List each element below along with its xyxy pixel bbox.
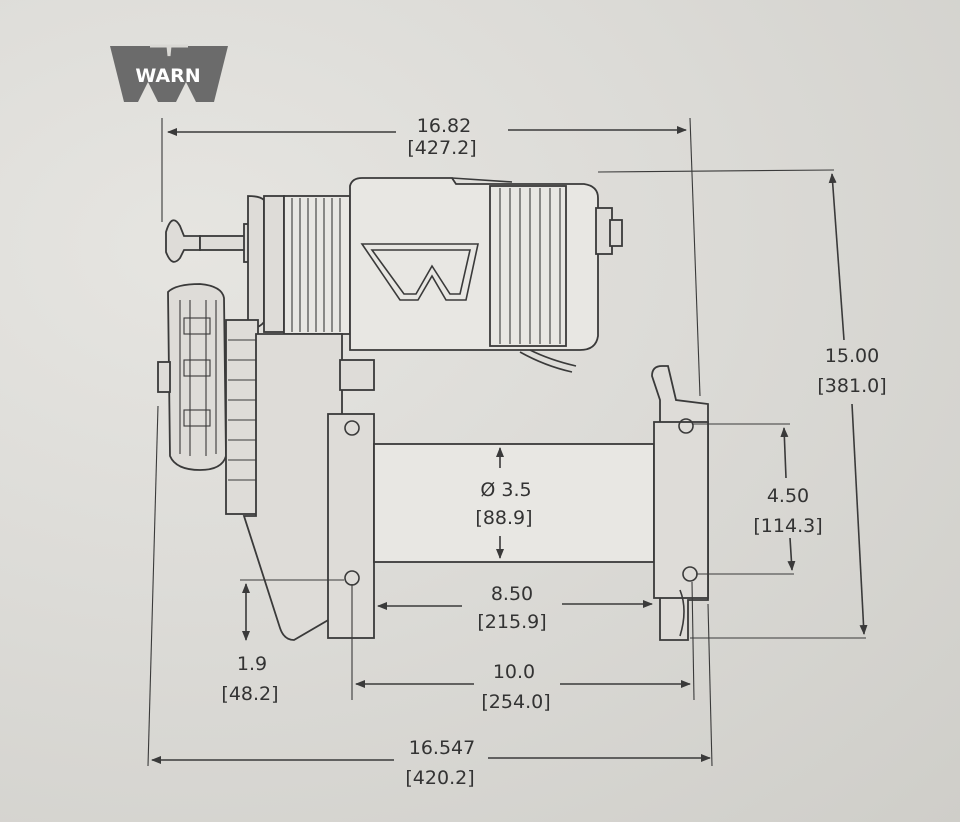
dimension-labels: 16.82 [427.2] 15.00 [381.0] Ø 3.5 [88.9]… bbox=[221, 115, 886, 789]
drum-diameter-value: Ø 3.5 bbox=[480, 479, 531, 501]
w-emblem bbox=[360, 243, 479, 301]
dimension-lines bbox=[147, 117, 868, 767]
gear-housing bbox=[157, 283, 227, 471]
logo-shield bbox=[110, 46, 228, 102]
foot-height-metric: [48.2] bbox=[221, 683, 278, 705]
bolt-spacing-value: 10.0 bbox=[493, 661, 535, 683]
right-end-bearing bbox=[651, 365, 709, 641]
winch-drum bbox=[373, 443, 655, 563]
overall-length-top-value: 16.82 bbox=[417, 115, 471, 137]
logo-text: WARN bbox=[135, 65, 200, 87]
overall-length-bottom-metric: [420.2] bbox=[405, 767, 474, 789]
overall-length-top-metric: [427.2] bbox=[407, 137, 476, 159]
overall-height-metric: [381.0] bbox=[817, 375, 886, 397]
gear-stack bbox=[225, 319, 259, 515]
winch-body bbox=[157, 177, 709, 641]
drum-length-value: 8.50 bbox=[491, 583, 533, 605]
motor-fins bbox=[283, 195, 351, 335]
mount-bolt-height-value: 4.50 bbox=[767, 485, 809, 507]
warn-logo: WARN bbox=[110, 44, 228, 102]
foot-height-value: 1.9 bbox=[237, 653, 267, 675]
mount-bolt-height-metric: [114.3] bbox=[753, 515, 822, 537]
drum-diameter-metric: [88.9] bbox=[475, 507, 532, 529]
control-pack bbox=[349, 177, 623, 373]
left-end-bearing bbox=[242, 333, 375, 641]
overall-length-bottom-value: 16.547 bbox=[409, 737, 475, 759]
drum-length-metric: [215.9] bbox=[477, 611, 546, 633]
overall-height-value: 15.00 bbox=[825, 345, 879, 367]
motor-end-cap bbox=[247, 195, 285, 333]
bolt-spacing-metric: [254.0] bbox=[481, 691, 550, 713]
